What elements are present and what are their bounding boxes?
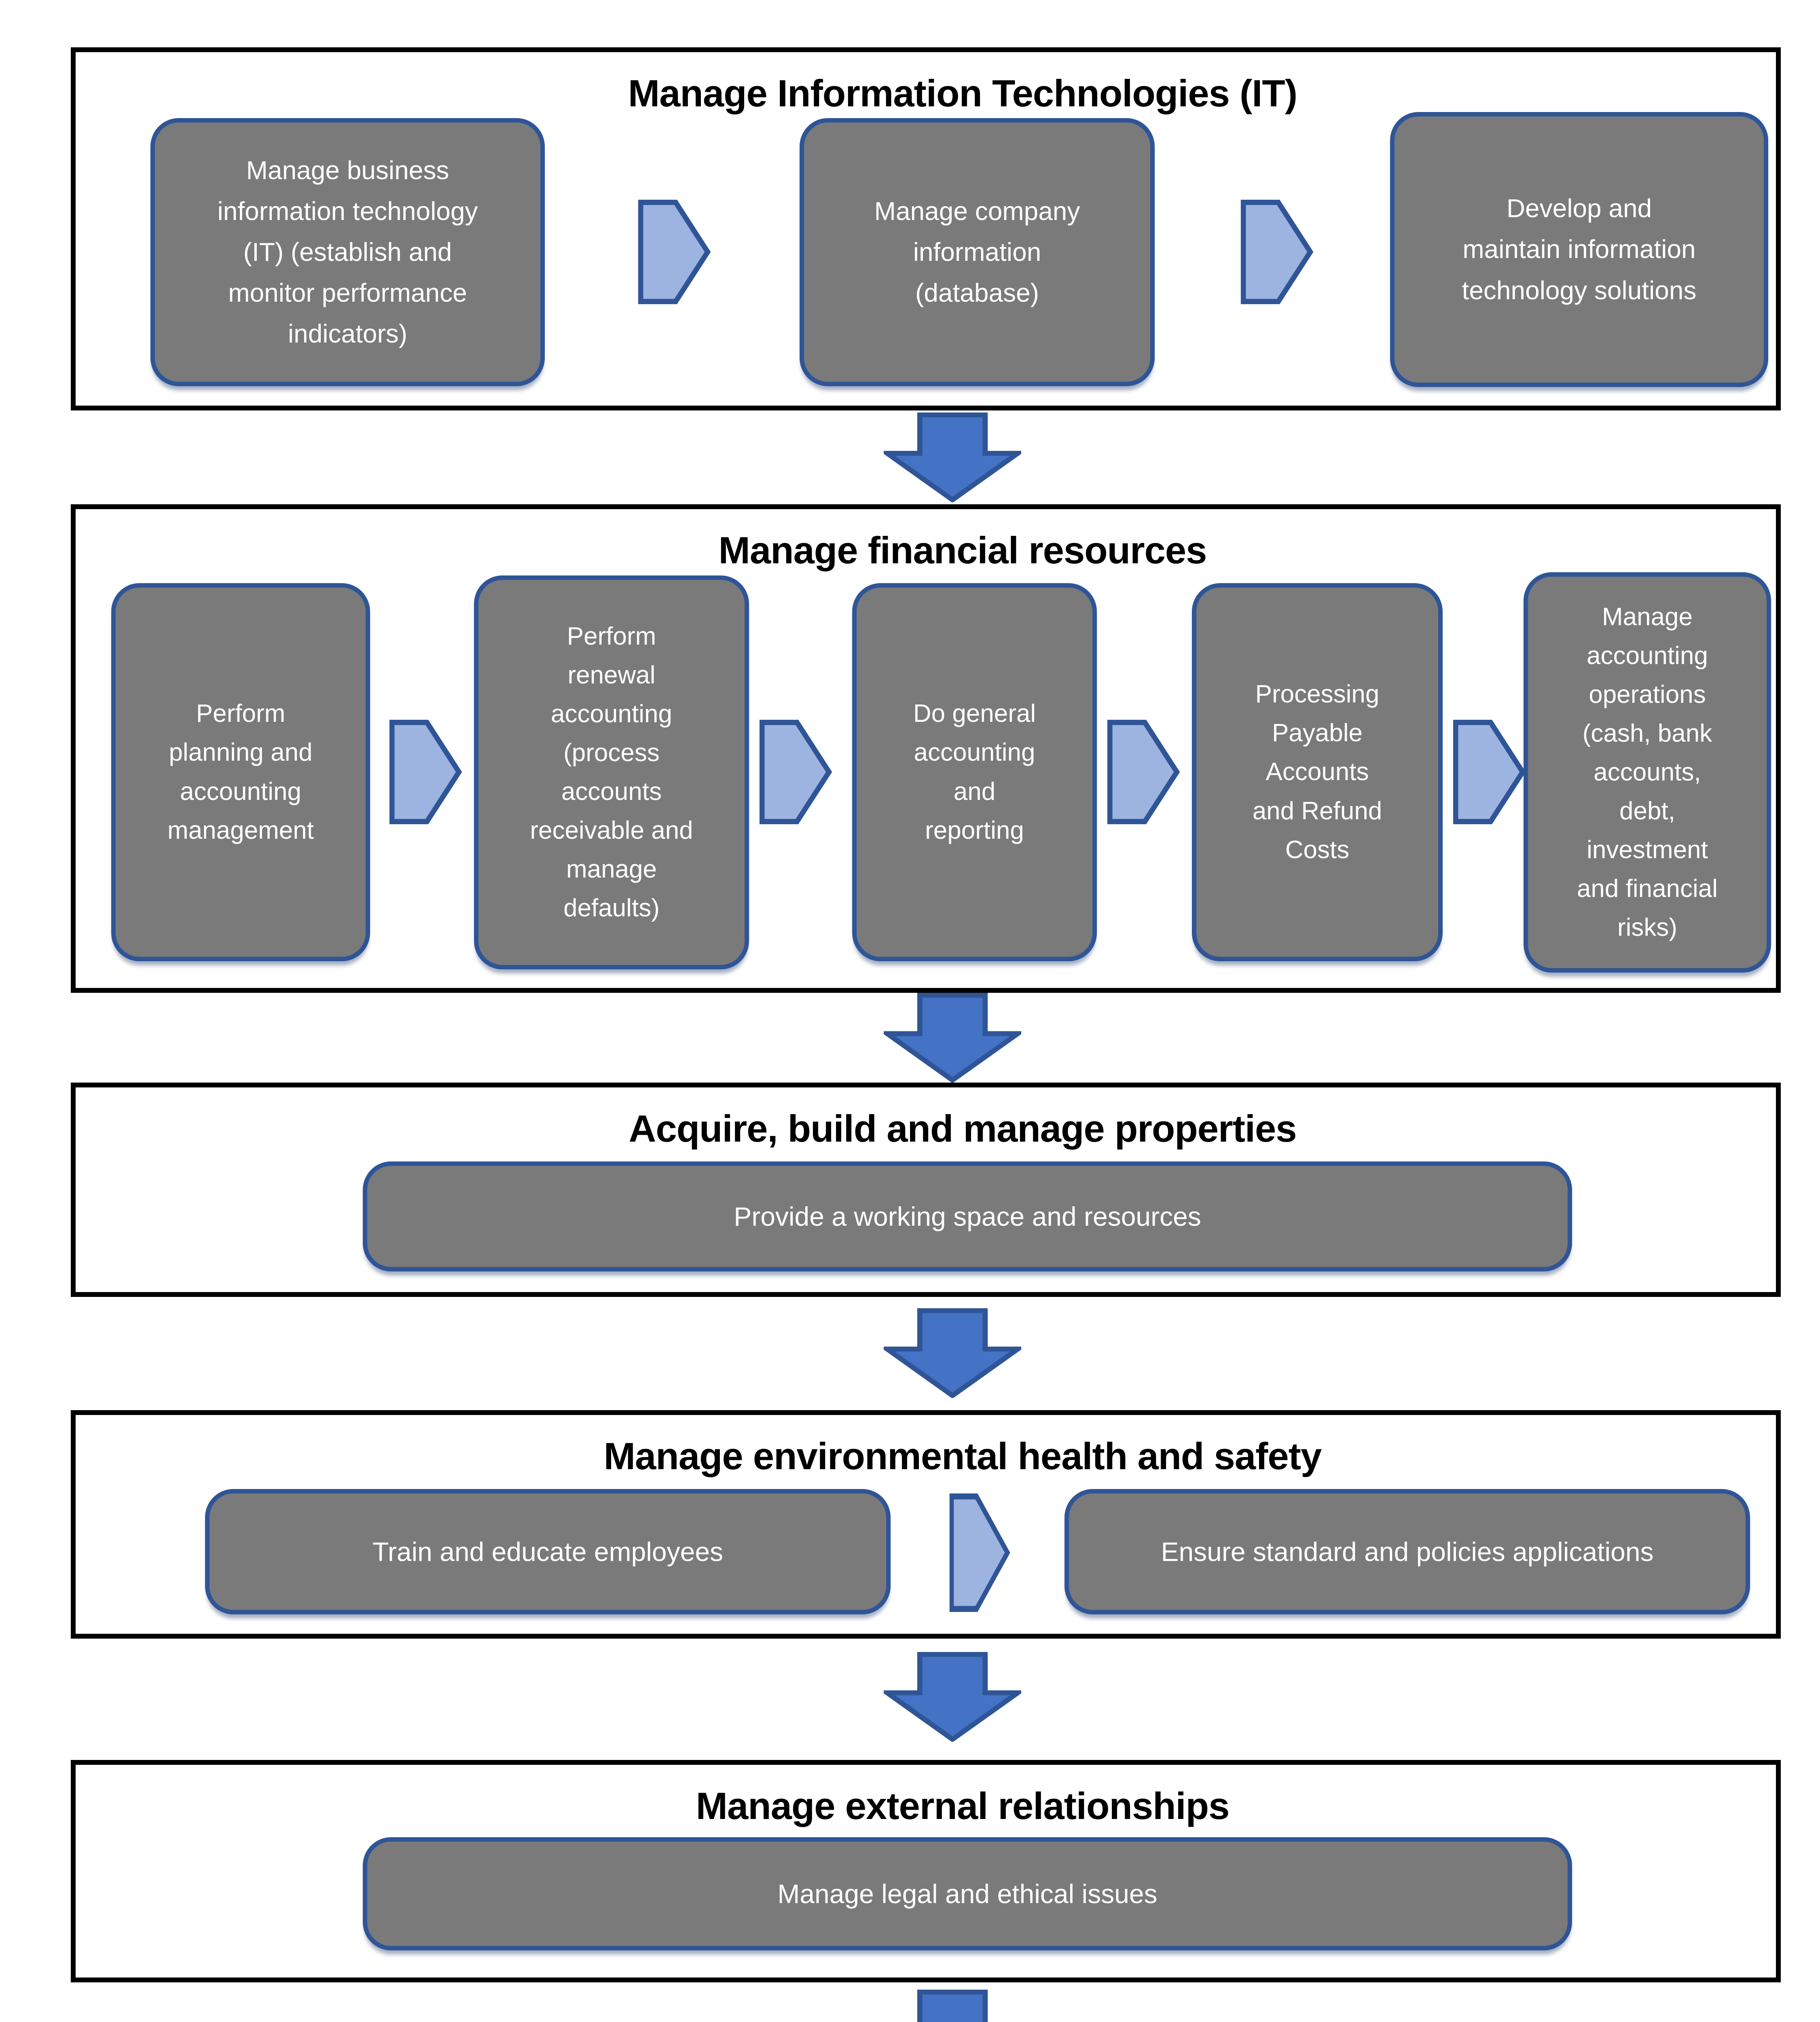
right-arrow-icon (949, 1493, 1010, 1612)
down-arrow-icon (884, 1652, 1021, 1742)
right-arrow-icon (389, 719, 462, 825)
section-environmental-health-safety: Manage environmental health and safety T… (71, 1410, 1781, 1639)
right-arrow-icon (1107, 719, 1180, 825)
down-arrow-icon (884, 1308, 1021, 1398)
process-box: Manage business information technology (… (150, 118, 545, 386)
process-box: Do general accounting and reporting (852, 583, 1097, 961)
process-box: Perform renewal accounting (process acco… (474, 575, 749, 969)
section-financial-resources: Manage financial resources Perform plann… (71, 504, 1781, 993)
process-box: Manage accounting operations (cash, bank… (1524, 572, 1771, 973)
section-title: Manage environmental health and safety (603, 1435, 1322, 1477)
right-arrow-icon (1240, 199, 1313, 305)
section-title: Acquire, build and manage properties (629, 1107, 1297, 1150)
right-arrow-icon (759, 719, 832, 825)
process-box: Provide a working space and resources (363, 1161, 1572, 1271)
down-arrow-icon (884, 412, 1021, 502)
process-box: Manage company information (database) (800, 118, 1155, 386)
section-title: Manage external relationships (696, 1785, 1230, 1827)
section-properties: Acquire, build and manage properties Pro… (71, 1083, 1781, 1297)
section-title: Manage financial resources (718, 529, 1207, 571)
right-arrow-icon (638, 199, 711, 305)
process-box: Develop and maintain information technol… (1390, 112, 1768, 387)
section-title: Manage Information Technologies (IT) (628, 72, 1297, 114)
down-arrow-icon (884, 1990, 1021, 2022)
right-arrow-icon (1453, 719, 1526, 825)
process-box: Ensure standard and policies application… (1064, 1489, 1750, 1614)
process-box: Manage legal and ethical issues (363, 1837, 1572, 1950)
process-box: Perform planning and accounting manageme… (111, 583, 370, 961)
process-box: Processing Payable Accounts and Refund C… (1192, 583, 1443, 961)
down-arrow-icon (884, 993, 1021, 1083)
section-external-relationships: Manage external relationships Manage leg… (71, 1760, 1781, 1982)
process-box: Train and educate employees (205, 1489, 891, 1614)
section-manage-it: Manage Information Technologies (IT) Man… (71, 47, 1781, 410)
